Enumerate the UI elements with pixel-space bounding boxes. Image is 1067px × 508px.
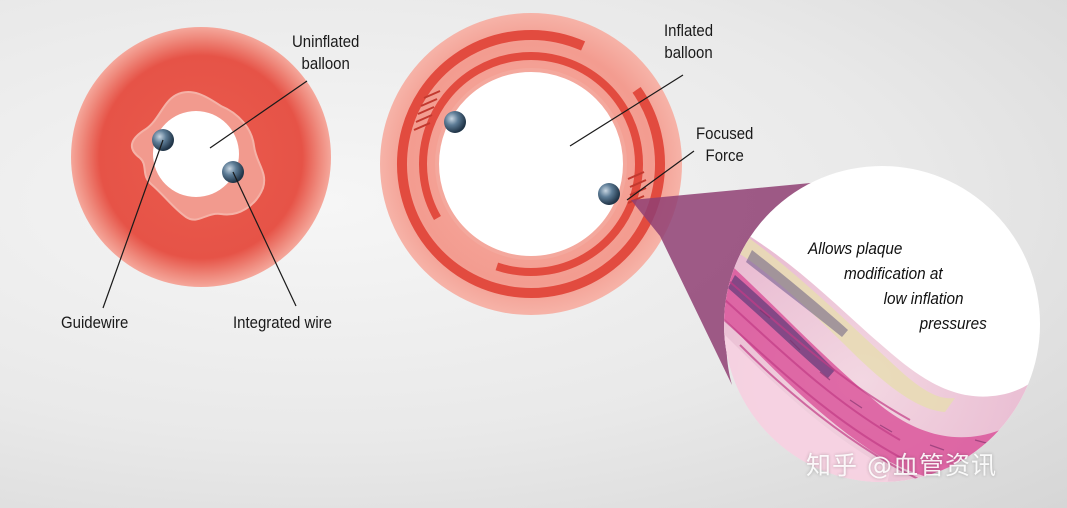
- inflated-balloon: [435, 68, 627, 260]
- integrated-wire-ball-upper: [444, 111, 466, 133]
- callout-text: Allows plaque modification at low inflat…: [808, 239, 987, 333]
- leader-inflated: [569, 74, 684, 147]
- lumen-left: [153, 111, 239, 197]
- watermark: 知乎 @血管资讯: [806, 451, 997, 480]
- inflated-vessel: [380, 13, 682, 315]
- leader-integrated-wire: [232, 171, 297, 307]
- uninflated-vessel: [71, 27, 331, 287]
- leader-focused: [626, 150, 695, 201]
- label-guidewire: Guidewire: [61, 313, 129, 332]
- integrated-wire-ball-lower: [598, 183, 620, 205]
- media-bands: [397, 30, 665, 298]
- cracks-left: [413, 90, 441, 131]
- label-integrated-wire: Integrated wire: [233, 313, 332, 332]
- leader-lines: [102, 74, 695, 309]
- leader-guidewire: [102, 139, 164, 309]
- leader-uninflated: [209, 80, 308, 149]
- histology-zoom: [724, 166, 1040, 482]
